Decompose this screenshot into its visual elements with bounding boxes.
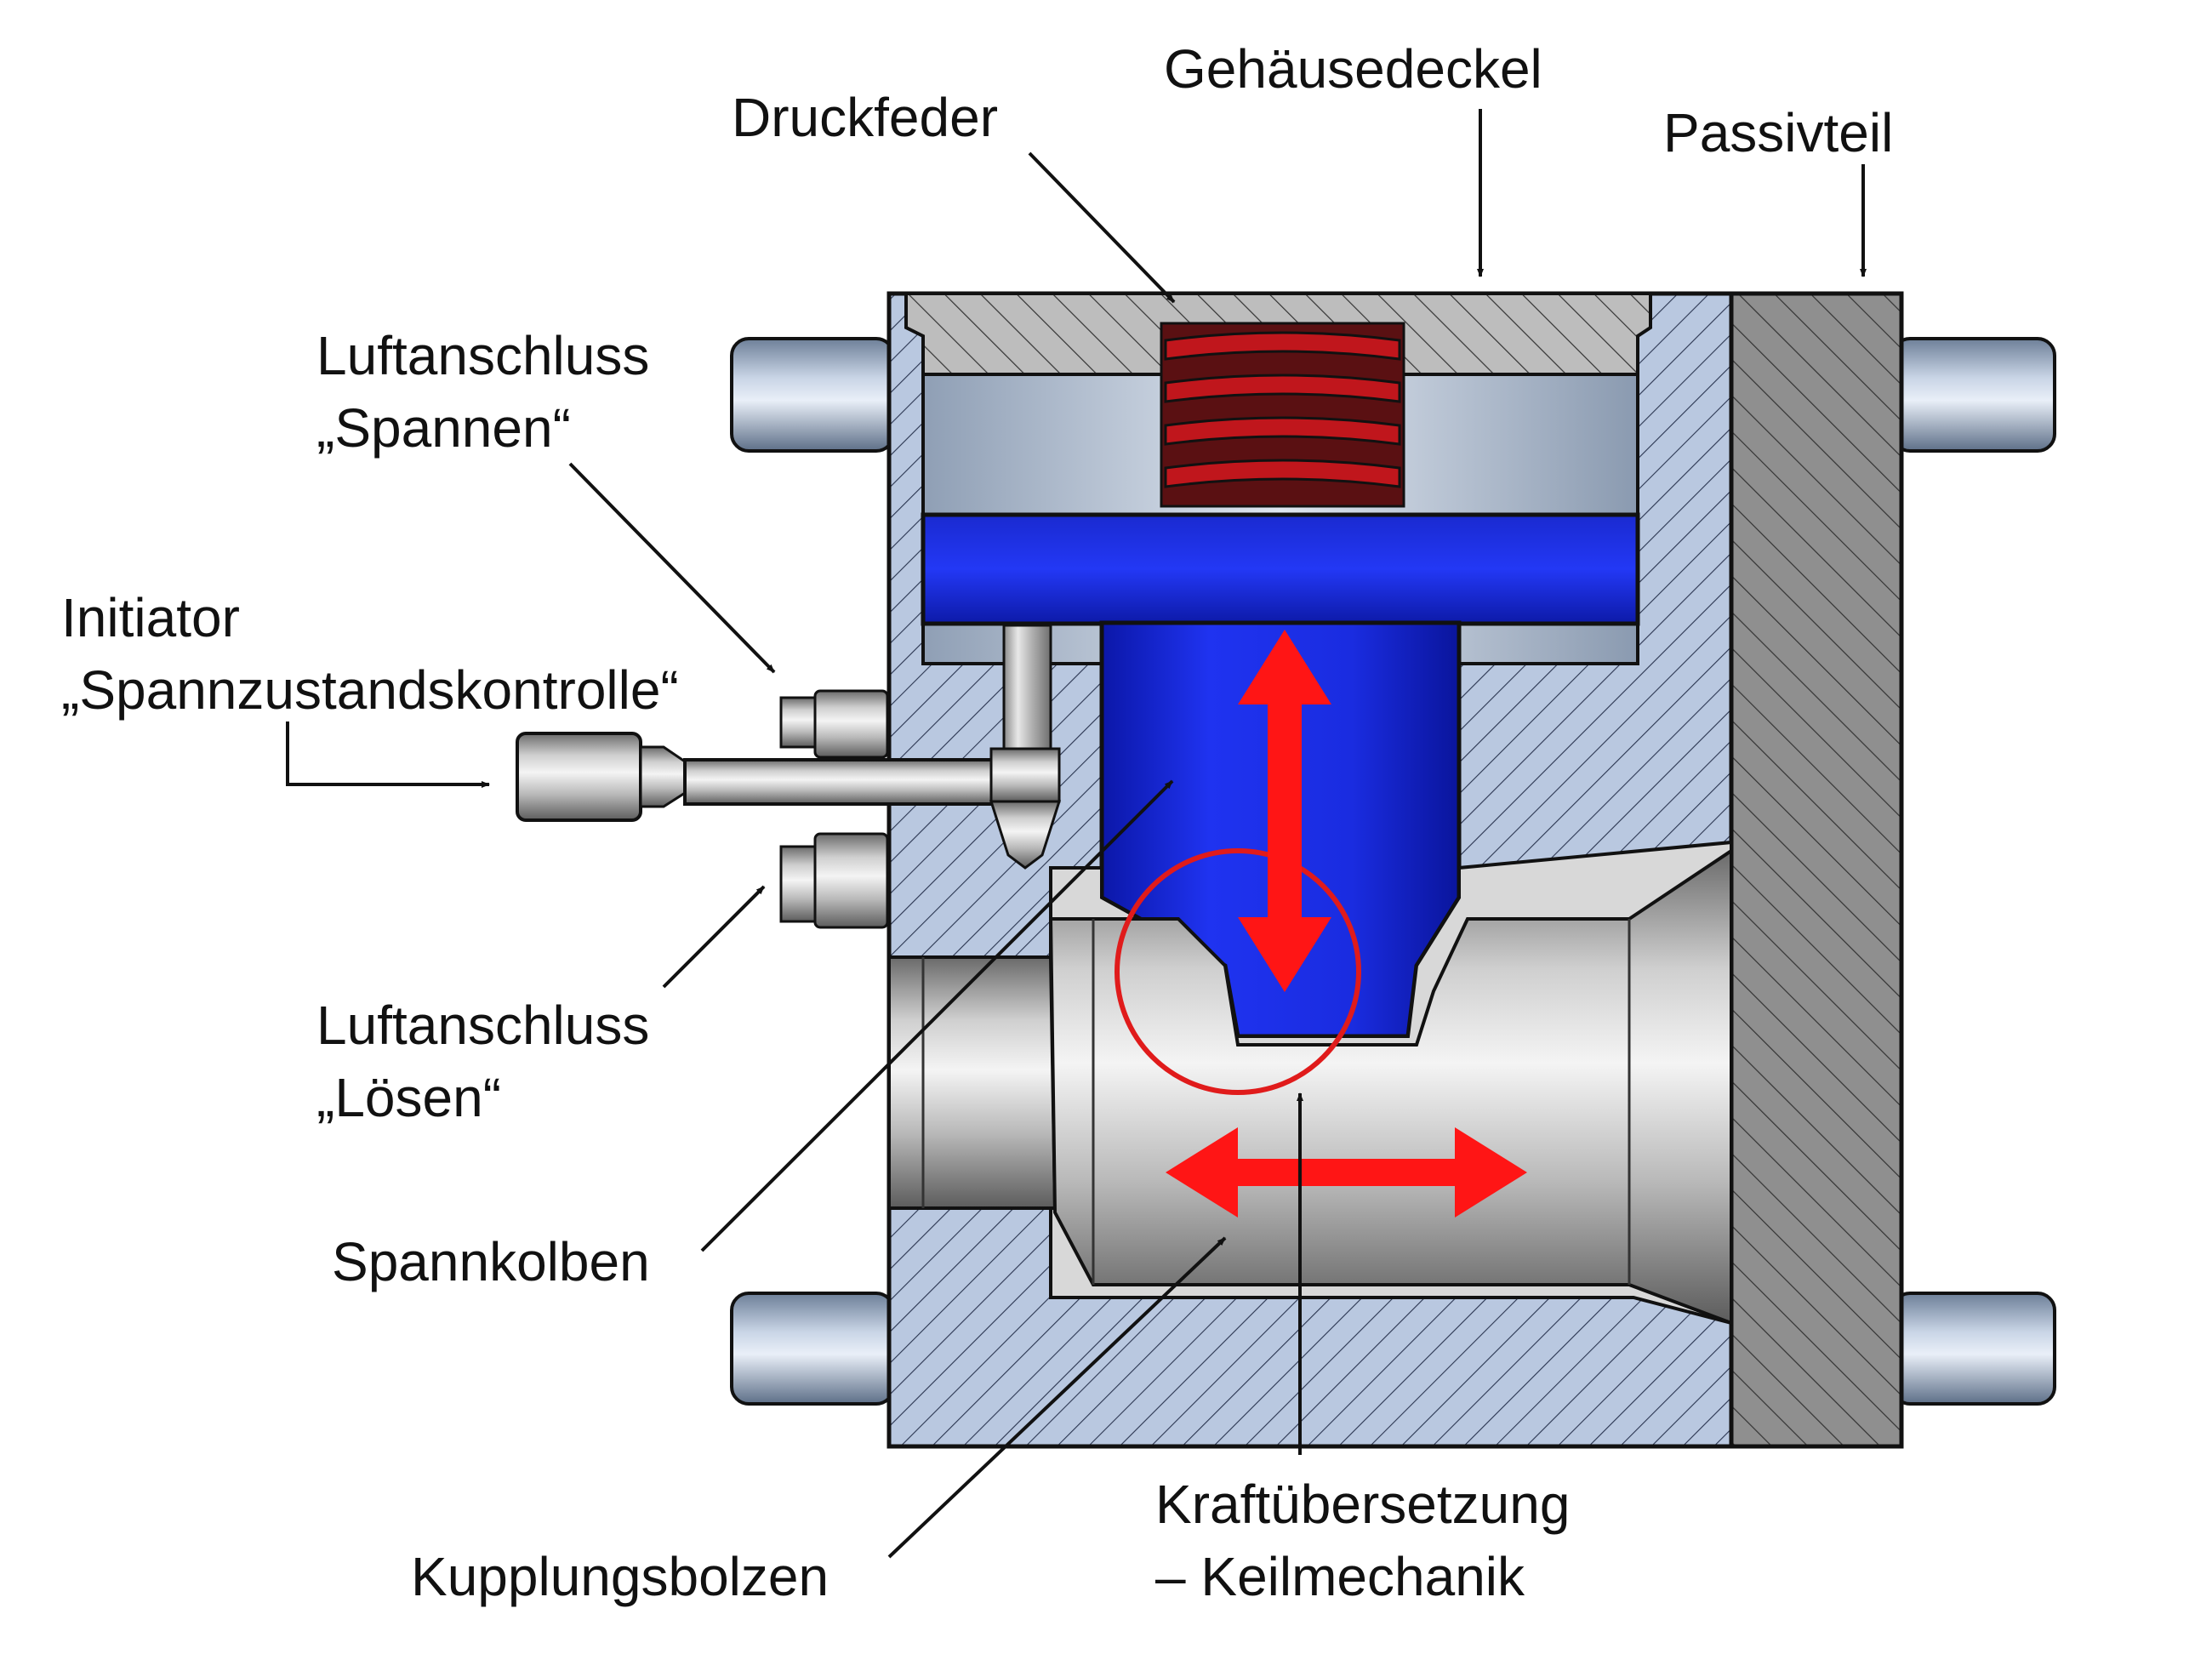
compression-spring [1160,322,1405,508]
label-luftanschluss-spannen-line1: Luftanschluss [316,325,649,386]
spring-coil [1164,331,1401,361]
wedge-highlight-circle [1115,848,1361,1095]
leader-lines [286,109,1867,1559]
vertical-motion-arrow [1238,630,1331,992]
spring-coil [1164,416,1401,446]
piston-plate [921,512,1640,626]
label-initiator-line1: Initiator [61,587,240,648]
label-gehaeusedeckel: Gehäusedeckel [1164,38,1542,100]
horizontal-motion-arrow [1166,1127,1527,1218]
guide-pin-top-right [1891,337,2056,453]
label-luftanschluss-loesen-line1: Luftanschluss [316,995,649,1056]
guide-pin-bottom-left [730,1292,895,1406]
label-luftanschluss-loesen-line2: „Lösen“ [316,1067,501,1128]
air-fitting-clamp [779,689,889,759]
label-kupplungsbolzen: Kupplungsbolzen [411,1546,829,1607]
guide-pin-top-left [730,337,895,453]
initiator-sensor [516,624,1062,870]
label-passivteil: Passivteil [1663,102,1893,163]
label-kraftuebersetzung-line2: – Keilmechanik [1155,1546,1525,1607]
air-fitting-release [779,832,889,929]
label-initiator-line2: „Spannzustandskontrolle“ [61,659,679,721]
passive-part [1729,291,1904,1449]
spring-coil [1164,374,1401,403]
label-spannkolben: Spannkolben [332,1231,650,1292]
label-luftanschluss-spannen-line2: „Spannen“ [316,397,571,459]
label-druckfeder: Druckfeder [732,87,998,148]
label-kraftuebersetzung-line1: Kraftübersetzung [1155,1474,1570,1535]
spring-coil [1164,459,1401,488]
guide-pin-bottom-right [1891,1292,2056,1406]
